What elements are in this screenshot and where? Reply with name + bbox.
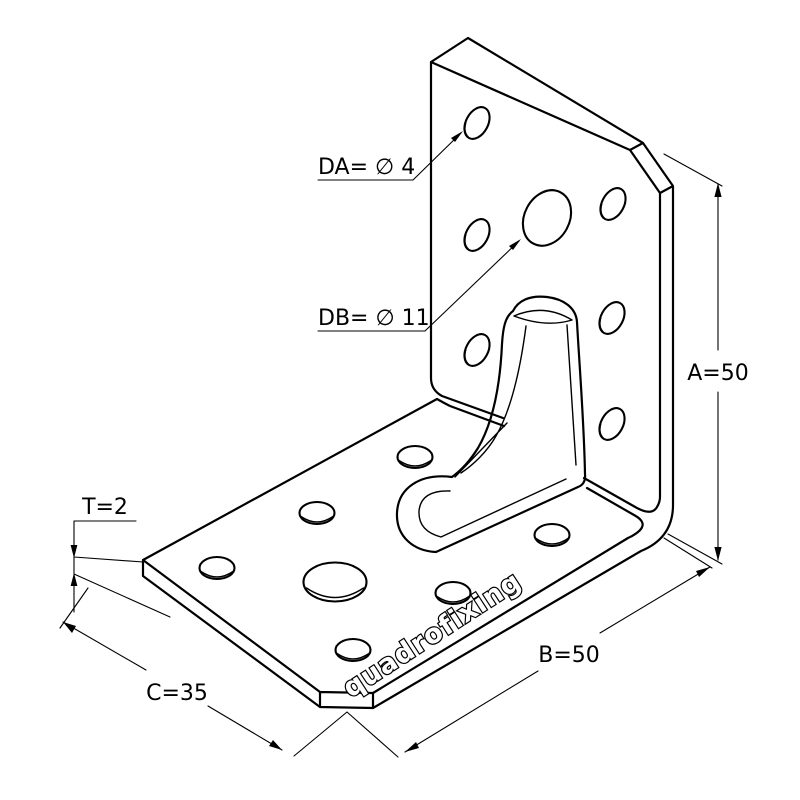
dimension-lines bbox=[59, 132, 723, 758]
hole-small bbox=[593, 296, 631, 340]
holes-base-plate bbox=[198, 444, 571, 663]
hole-small bbox=[594, 182, 632, 226]
bracket-edges bbox=[141, 36, 675, 710]
hole-small bbox=[298, 500, 336, 526]
hole-large bbox=[512, 180, 582, 256]
reinforcement-rib bbox=[395, 295, 587, 554]
dimension-labels: DA= ∅ 4 DB= ∅ 11 A=50 B=50 C=35 T=2 bbox=[81, 155, 749, 706]
dim-db-label: DB= ∅ 11 bbox=[318, 306, 430, 331]
hole-small bbox=[458, 328, 496, 372]
hole-small bbox=[458, 213, 496, 257]
hole-small bbox=[458, 101, 496, 145]
dim-c-label: C=35 bbox=[146, 681, 208, 706]
bracket-outline bbox=[141, 36, 675, 710]
hole-small bbox=[334, 637, 372, 663]
dim-b-label: B=50 bbox=[538, 643, 600, 668]
rib-inner-lines bbox=[418, 309, 577, 538]
dimension-annotations bbox=[59, 131, 723, 758]
dim-t-label: T=2 bbox=[81, 495, 128, 520]
hole-small bbox=[593, 402, 631, 446]
rib-outline bbox=[395, 295, 587, 554]
hole-large bbox=[302, 561, 368, 603]
hole-small bbox=[533, 522, 571, 548]
dim-da-label: DA= ∅ 4 bbox=[318, 155, 415, 180]
hole-small bbox=[396, 444, 434, 470]
dim-a-label: A=50 bbox=[687, 361, 748, 386]
hole-small bbox=[198, 555, 236, 581]
